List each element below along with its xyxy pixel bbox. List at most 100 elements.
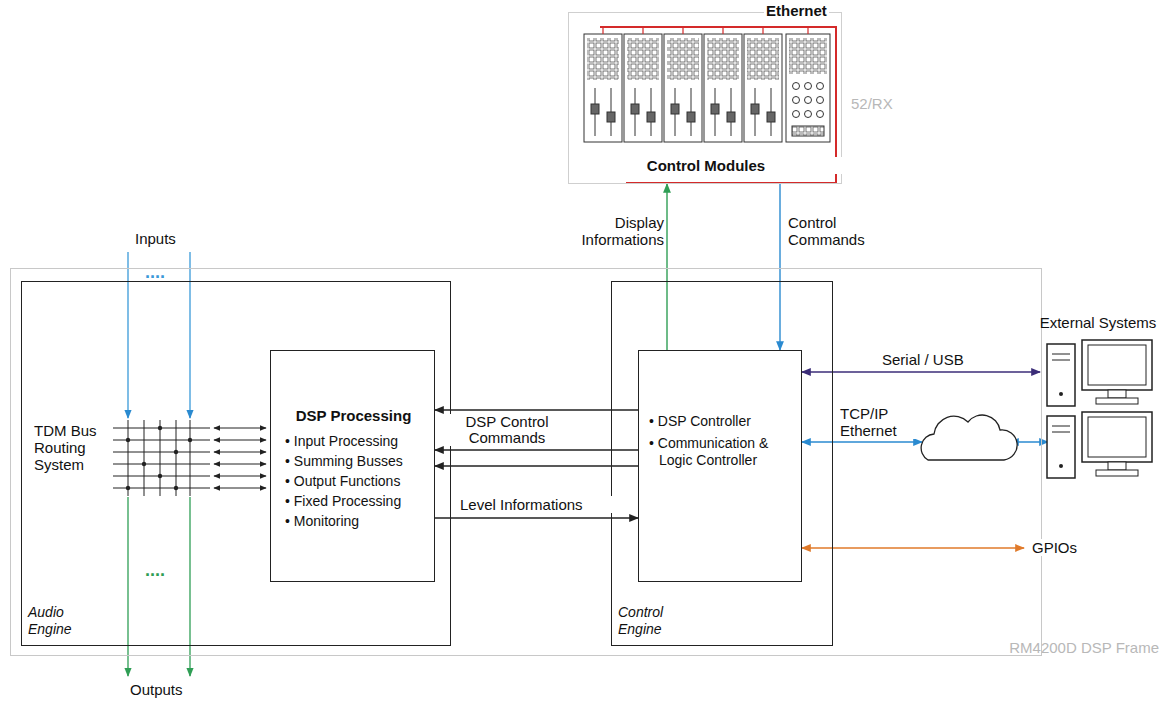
system-title: External Systems xyxy=(1037,314,1159,331)
bus-arrow xyxy=(214,488,266,489)
connector xyxy=(435,409,638,410)
output-lines xyxy=(128,497,190,676)
ethernet-drop xyxy=(807,27,808,34)
shape-line xyxy=(127,252,128,418)
fader-cap xyxy=(751,104,759,114)
button-grid xyxy=(747,38,779,80)
fader-strip xyxy=(584,34,622,142)
fader-strip xyxy=(744,34,782,142)
bullet-item: • Monitoring xyxy=(285,513,433,530)
link-label: TCP/IP Ethernet xyxy=(838,405,916,439)
computer-icon xyxy=(1047,340,1152,406)
fader-cap xyxy=(591,104,599,114)
knob xyxy=(805,97,812,104)
edge-label: Display Informations xyxy=(556,214,666,248)
grid-line xyxy=(128,420,129,496)
shape-line xyxy=(189,252,190,418)
knob xyxy=(805,83,812,90)
input-lines xyxy=(128,252,190,418)
bullet-item: • Output Functions xyxy=(285,473,433,490)
bus-arrow xyxy=(214,440,266,441)
ellipsis: .... xyxy=(143,264,167,281)
bullet-item: • Input Processing xyxy=(285,433,433,450)
bus-arrow xyxy=(214,476,266,477)
button-grid xyxy=(587,38,619,80)
fader-cap xyxy=(711,104,719,114)
console-model: 52/RX xyxy=(851,95,893,112)
computer-icon xyxy=(1047,412,1152,478)
fader-cap xyxy=(671,104,679,114)
shape-line xyxy=(802,441,922,442)
button-grid xyxy=(789,38,827,74)
master-section xyxy=(786,34,830,142)
engine-title: Control Engine xyxy=(618,604,680,638)
connector xyxy=(779,184,780,350)
grid-line xyxy=(113,452,210,453)
button-grid xyxy=(667,38,699,80)
shape-line xyxy=(127,497,128,676)
knob xyxy=(793,83,800,90)
gpio-line xyxy=(802,547,1024,548)
crosspoint xyxy=(126,486,130,490)
fader-cap xyxy=(727,112,735,122)
signal-label: Outputs xyxy=(128,681,185,698)
connector xyxy=(666,184,667,350)
fader-cap xyxy=(767,112,775,122)
grid-line xyxy=(160,420,161,496)
connector xyxy=(435,449,638,450)
fader-cap xyxy=(631,104,639,114)
grid-line xyxy=(176,420,177,496)
ethernet-drop xyxy=(602,27,603,34)
crosspoint xyxy=(126,438,130,442)
bus-arrow xyxy=(214,452,266,453)
knob xyxy=(817,83,824,90)
frame-title: RM4200D DSP Frame xyxy=(1009,639,1159,656)
edge-label: Level Informations xyxy=(458,496,622,513)
knob xyxy=(817,97,824,104)
bullet-item: • Communication & Logic Controller xyxy=(649,435,799,469)
ethernet-drop xyxy=(682,27,683,34)
ellipsis: .... xyxy=(143,562,167,579)
crosspoint xyxy=(142,462,146,466)
console-title: Control Modules xyxy=(569,157,843,174)
crosspoint xyxy=(174,486,178,490)
engine-title: Audio Engine xyxy=(28,604,90,638)
knob xyxy=(805,111,812,118)
fader-strip xyxy=(704,34,742,142)
ethernet-drops xyxy=(603,27,808,34)
bullet-item: • Fixed Processing xyxy=(285,493,433,510)
edge-label: DSP Control Commands xyxy=(446,414,568,446)
grid-line xyxy=(113,464,210,465)
ethernet-drop xyxy=(762,27,763,34)
box-title: DSP Processing xyxy=(271,407,436,424)
controller-box: • DSP Controller• Communication & Logic … xyxy=(638,350,802,582)
process-box: DSP Processing• Input Processing• Summin… xyxy=(270,350,435,582)
crosspoint xyxy=(188,438,192,442)
button-grid xyxy=(707,38,739,80)
knob xyxy=(817,111,824,118)
grid-line xyxy=(144,420,145,496)
button-grid xyxy=(627,38,659,80)
edge-label: Serial / USB xyxy=(880,351,1004,368)
connector xyxy=(435,517,638,518)
bus-arrow xyxy=(214,464,266,465)
fader-strip xyxy=(664,34,702,142)
signal-label: Inputs xyxy=(133,230,178,247)
ethernet-drop xyxy=(722,27,723,34)
control-panel xyxy=(584,34,830,142)
edge-label: Control Commands xyxy=(786,214,886,248)
crosspoint xyxy=(174,450,178,454)
fader-cap xyxy=(687,112,695,122)
connector xyxy=(435,465,638,466)
console-box: Control Modules52/RX xyxy=(568,12,842,184)
knob xyxy=(793,111,800,118)
frame-box: RM4200D DSP FrameAudio EngineDSP Process… xyxy=(10,268,1042,656)
crosspoint xyxy=(158,474,162,478)
section-label: TDM Bus Routing System xyxy=(32,422,102,473)
grid-line xyxy=(190,420,191,496)
network-cloud xyxy=(921,415,1017,460)
external-system: External Systems xyxy=(1040,314,1162,410)
shape-line xyxy=(189,497,190,676)
network-label: Ethernet xyxy=(764,2,829,19)
bus-arrow xyxy=(214,428,266,429)
